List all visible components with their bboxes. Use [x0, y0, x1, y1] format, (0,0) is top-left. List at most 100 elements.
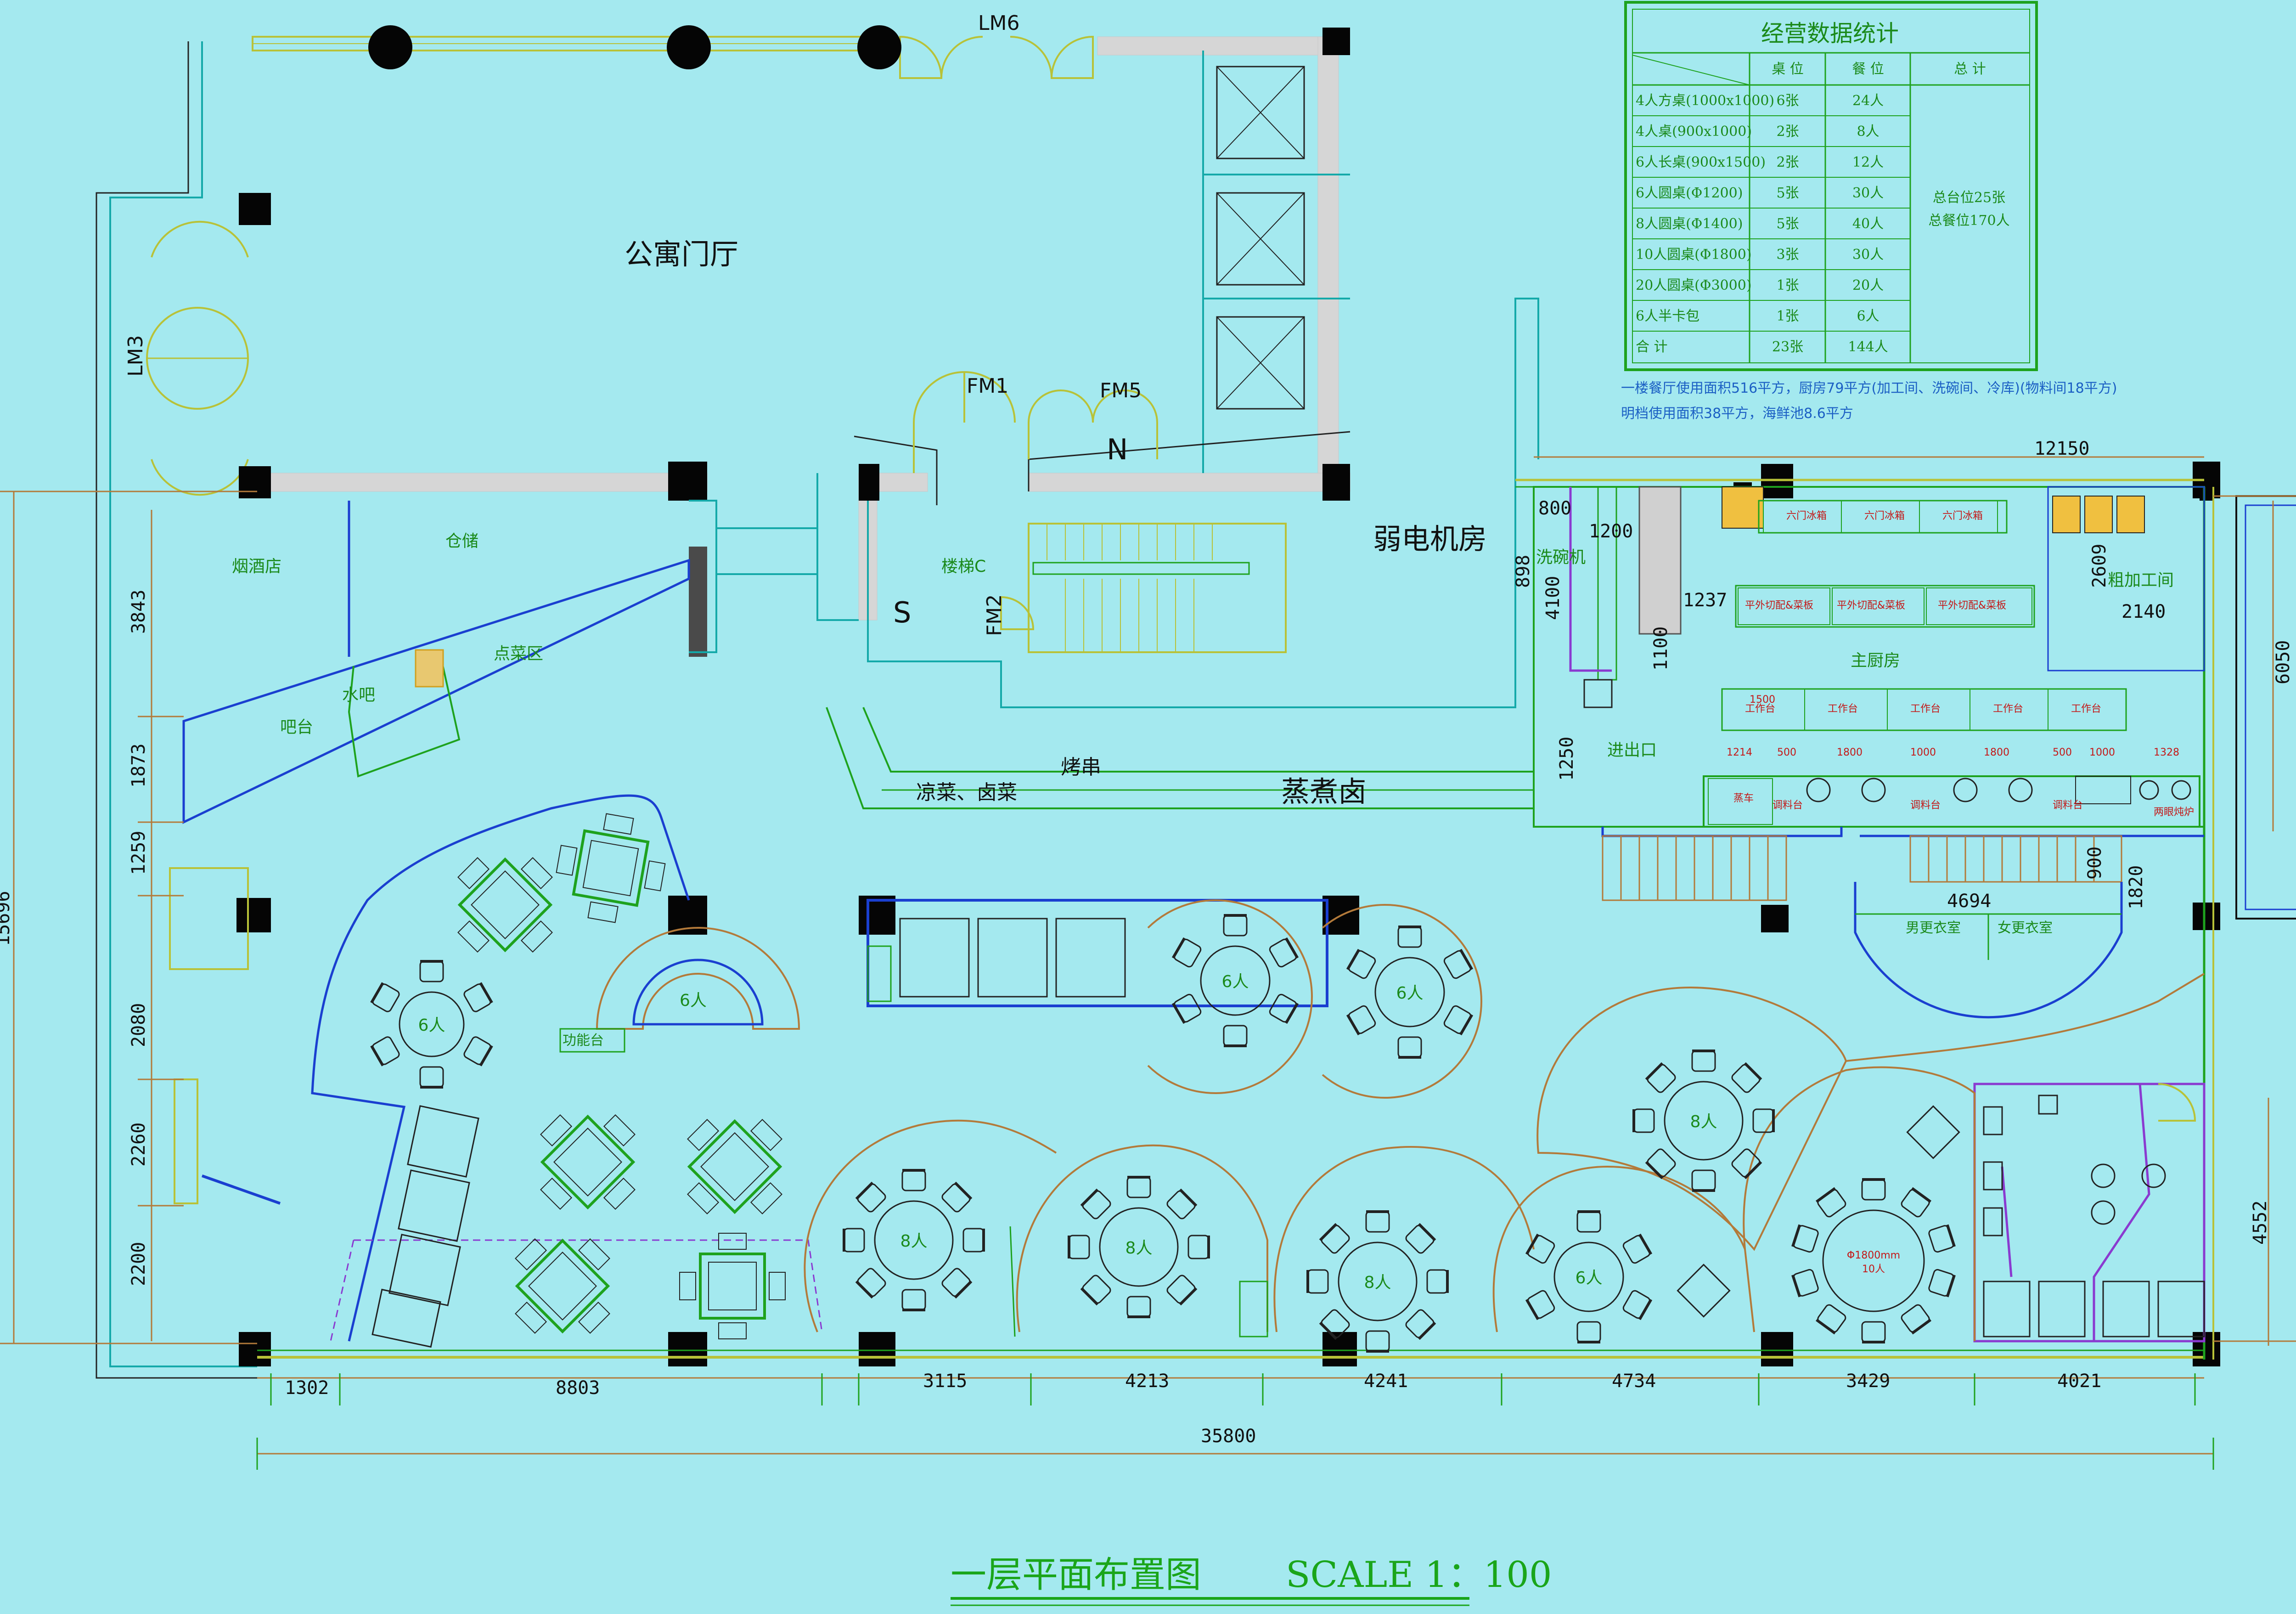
chair [419, 960, 444, 982]
label-female-locker: 女更衣室 [1998, 920, 2053, 936]
dim-bottom: 4213 [1125, 1371, 1169, 1392]
dim-right: 6050 [2273, 640, 2294, 684]
table-label: 8人 [1690, 1112, 1717, 1131]
table-label: Φ1800mm [1847, 1250, 1900, 1261]
stats-row-tables: 6张 [1776, 93, 1799, 109]
dim-kitchen: 2140 [2122, 601, 2166, 622]
chair [1187, 1235, 1210, 1259]
chair [855, 1181, 886, 1213]
dim-kitchen-red: 1000 [1910, 747, 1936, 758]
label-male-locker: 男更衣室 [1906, 920, 1961, 936]
chair [1752, 1108, 1775, 1133]
table-label: 8人 [1364, 1273, 1391, 1292]
label-bar-counter: 吧台 [280, 718, 313, 737]
chair [1632, 1108, 1655, 1133]
chair [1397, 1036, 1422, 1059]
stats-row-type: 6人长桌(900x1500) [1636, 154, 1766, 170]
chair [941, 1268, 973, 1299]
chair [1080, 1275, 1111, 1306]
chair [855, 1268, 886, 1299]
door-label: FM1 [967, 374, 1008, 398]
chair [1365, 1330, 1390, 1353]
chair [901, 1169, 926, 1191]
chair [1928, 1224, 1956, 1253]
stats-row-tables: 1张 [1776, 277, 1799, 293]
kitchen-work-label: 工作台 [1993, 703, 2023, 715]
dim-right: 4552 [2250, 1201, 2271, 1245]
round-table: 6人 [1171, 914, 1299, 1047]
dim-kitchen-red: 1800 [1837, 747, 1863, 758]
square-tables [457, 813, 786, 1339]
label-main-kitchen: 主厨房 [1851, 651, 1900, 670]
round-table: 8人 [1306, 1210, 1449, 1353]
stats-row-seats: 30人 [1852, 247, 1884, 263]
label-function-counter: 功能台 [563, 1033, 604, 1049]
round-table: 6人 [370, 960, 493, 1089]
dim-left: 2200 [128, 1242, 149, 1286]
dim-left: 2260 [128, 1123, 149, 1167]
stats-row-type: 6人半卡包 [1636, 308, 1699, 324]
drawing-scale-text: SCALE 1：100 [1286, 1554, 1552, 1596]
door-label: N [1107, 433, 1128, 466]
stats-row-type: 10人圆桌(Φ1800) [1636, 247, 1752, 263]
chair [1791, 1269, 1819, 1298]
chair [1269, 993, 1299, 1024]
kitchen-work-label: 工作台 [1828, 703, 1858, 715]
chair [1861, 1178, 1886, 1201]
dim-left: 2080 [128, 1003, 149, 1047]
stats-row-seats: 40人 [1852, 216, 1884, 232]
dim-bottom: 8803 [556, 1377, 600, 1399]
dim-kitchen: 1820 [2126, 865, 2147, 909]
stats-row-type: 4人桌(900x1000) [1636, 124, 1752, 140]
dim-kitchen: 1200 [1589, 521, 1633, 542]
dim-bottom: 3429 [1846, 1371, 1890, 1392]
chair [370, 1036, 400, 1067]
chair [370, 982, 400, 1012]
round-table: 6人 [1346, 926, 1474, 1059]
chair [1405, 1309, 1436, 1340]
round-booths [804, 899, 2205, 1341]
table-label: 6人 [1576, 1269, 1603, 1287]
chair [1815, 1187, 1846, 1218]
chair [1171, 993, 1202, 1024]
chair [1426, 1269, 1449, 1294]
stats-total-seats: 总餐位170人 [1928, 213, 2009, 229]
chair [1576, 1210, 1601, 1233]
table-label: 6人 [1396, 984, 1424, 1003]
chair [1815, 1304, 1846, 1335]
dim-bottom-total: 35800 [1201, 1426, 1256, 1447]
dim-left: 3843 [128, 590, 149, 634]
label-dish-washer: 洗碗机 [1536, 548, 1586, 567]
chair [1166, 1275, 1198, 1306]
chair [1645, 1062, 1676, 1093]
chair [1443, 948, 1474, 979]
dim-kitchen: 1250 [1556, 737, 1577, 781]
stats-row-seats: 144人 [1848, 339, 1888, 355]
stats-total-tables: 总台位25张 [1933, 190, 2005, 206]
chair [1319, 1309, 1350, 1340]
chair [1443, 1005, 1474, 1036]
round-table: 8人 [1068, 1176, 1210, 1318]
dim-bottom: 4734 [1612, 1371, 1656, 1392]
table-label: 8人 [900, 1232, 928, 1251]
round-table: 8人 [843, 1169, 985, 1311]
stats-row-seats: 24人 [1852, 93, 1884, 109]
kitchen-work-label: 工作台 [2071, 703, 2101, 715]
door-label: S [893, 596, 911, 629]
dim-left: 1259 [128, 831, 149, 875]
chair [419, 1066, 444, 1089]
booth-sofas [371, 1105, 479, 1348]
chair [901, 1289, 926, 1311]
dim-kitchen-top: 12150 [2034, 438, 2089, 459]
label-tobacco-shop: 烟酒店 [232, 557, 281, 576]
door-label: FM2 [983, 594, 1006, 636]
dimension-ticks [256, 1373, 2214, 1470]
chair [1365, 1210, 1390, 1233]
chair [1166, 1188, 1198, 1219]
